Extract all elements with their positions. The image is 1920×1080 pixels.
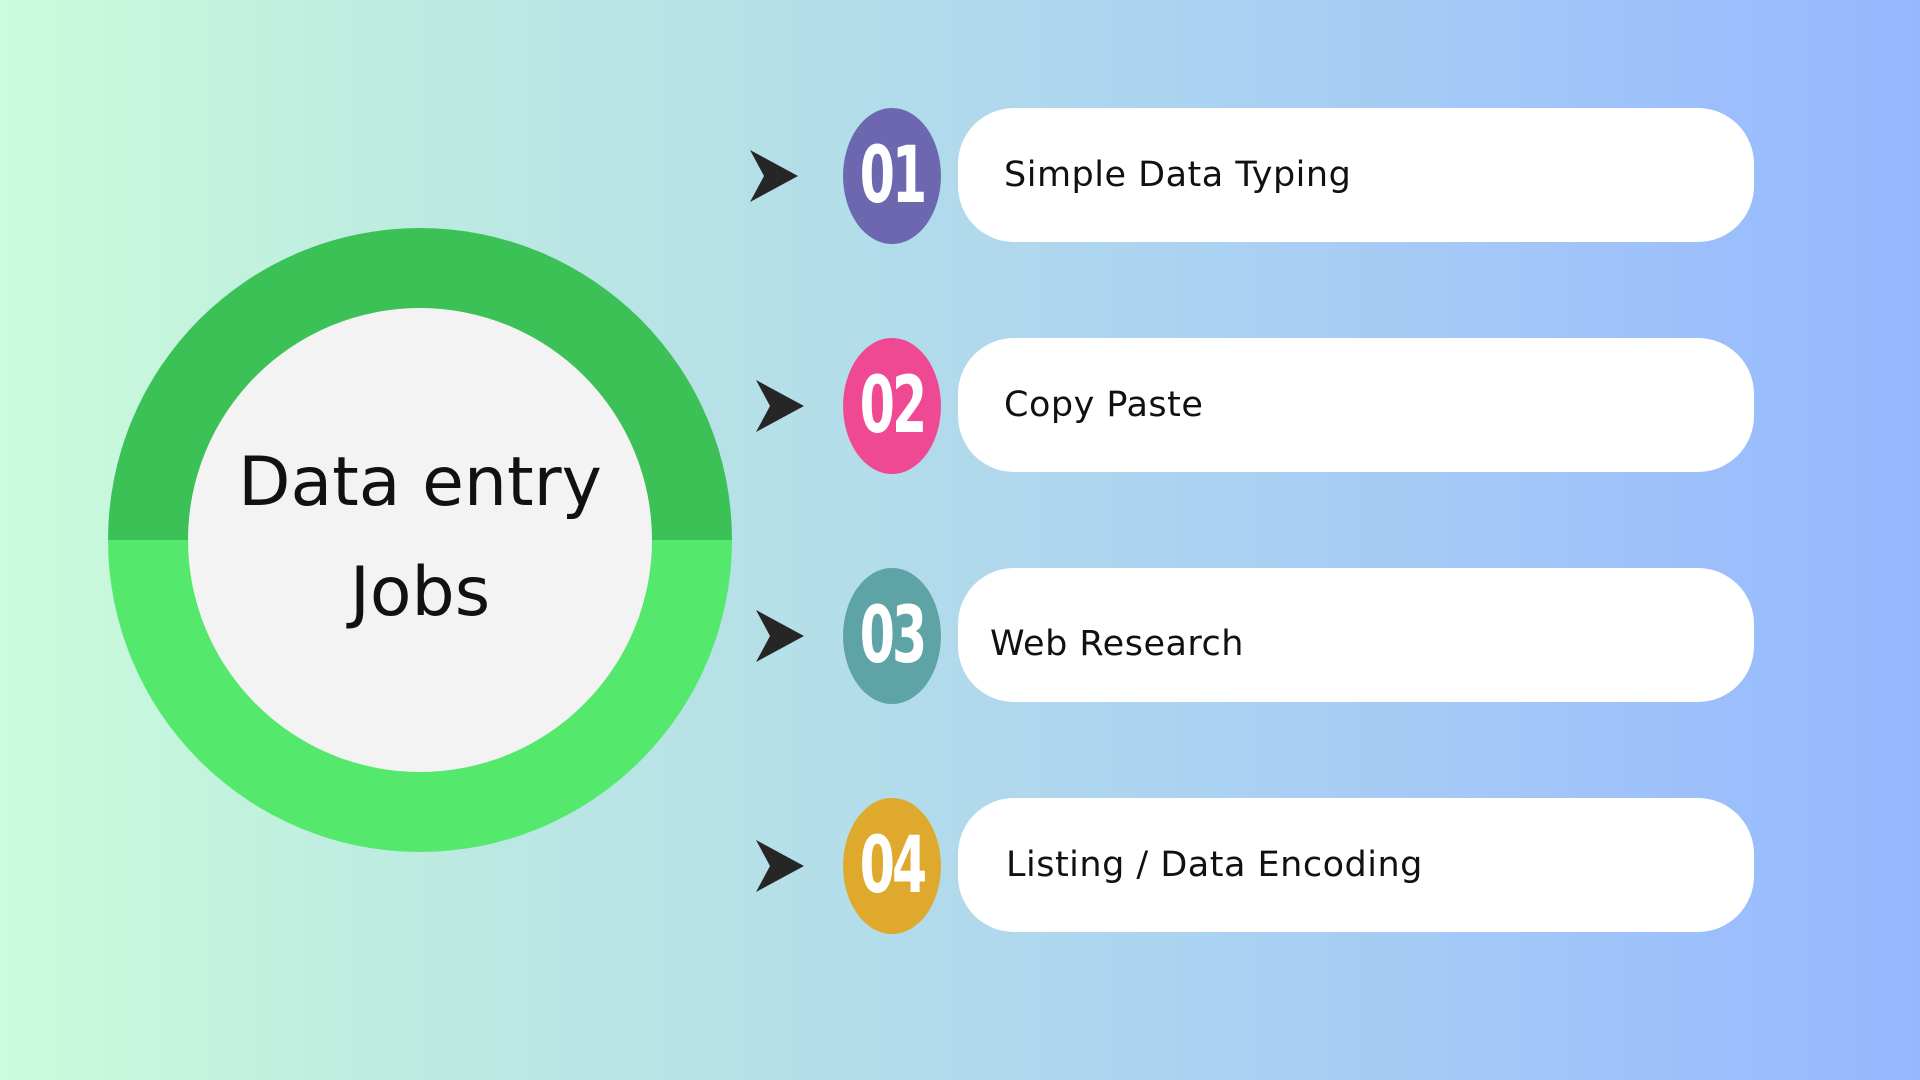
- list-item-3: 03 Web Research: [0, 568, 1920, 704]
- arrow-right-icon: [756, 610, 804, 662]
- list-item-2: 02 Copy Paste: [0, 338, 1920, 474]
- list-item-1: 01 Simple Data Typing: [0, 108, 1920, 244]
- item-label-1: Simple Data Typing: [1004, 155, 1352, 195]
- center-title: Data entry Jobs: [200, 428, 640, 648]
- arrow-right-icon: [756, 380, 804, 432]
- item-pill-4: Listing / Data Encoding: [958, 798, 1754, 932]
- arrow-right-icon: [750, 150, 798, 202]
- list-item-4: 04 Listing / Data Encoding: [0, 798, 1920, 934]
- item-label-3: Web Research: [990, 624, 1244, 664]
- center-circle: Data entry Jobs: [188, 308, 652, 772]
- item-label-2: Copy Paste: [1004, 385, 1204, 425]
- number-badge-2: 02: [843, 338, 941, 474]
- number-badge-1: 01: [843, 108, 941, 244]
- arrow-right-icon: [756, 840, 804, 892]
- number-badge-3: 03: [843, 568, 941, 704]
- item-pill-3: Web Research: [958, 568, 1754, 702]
- item-pill-2: Copy Paste: [958, 338, 1754, 472]
- center-title-line1: Data entry: [238, 443, 602, 522]
- number-badge-4: 04: [843, 798, 941, 934]
- item-pill-1: Simple Data Typing: [958, 108, 1754, 242]
- item-label-4: Listing / Data Encoding: [1006, 845, 1423, 885]
- center-title-line2: Jobs: [349, 553, 491, 632]
